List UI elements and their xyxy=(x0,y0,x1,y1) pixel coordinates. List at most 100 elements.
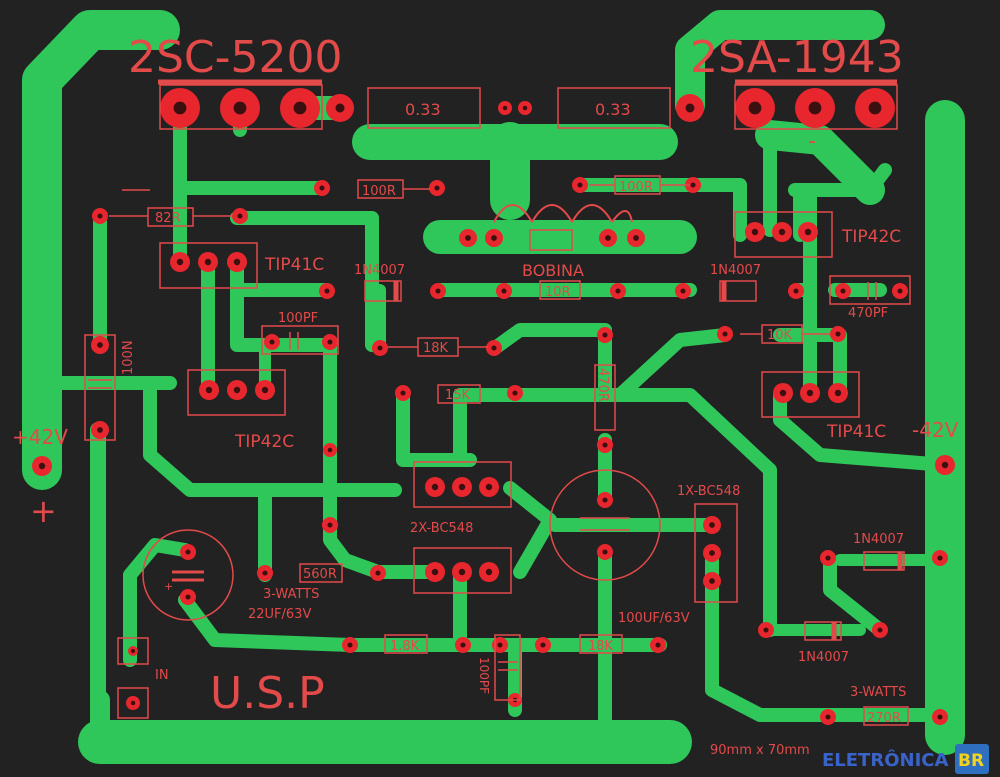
pad-hole xyxy=(458,483,466,491)
pad-hole xyxy=(748,101,762,115)
pad-hole xyxy=(327,522,333,528)
pad-hole xyxy=(690,182,696,188)
pad-hole xyxy=(237,213,243,219)
pad-hole xyxy=(763,627,769,633)
pad-hole xyxy=(501,288,507,294)
pad-hole xyxy=(185,594,191,600)
label-r033-left: 0.33 xyxy=(405,100,441,119)
pad-hole xyxy=(233,101,247,115)
pad-hole xyxy=(877,627,883,633)
pad-hole xyxy=(709,522,715,528)
label-plus-sign: + xyxy=(30,492,57,530)
pad-hole xyxy=(602,549,608,555)
pad-hole xyxy=(458,568,466,576)
pad-hole xyxy=(269,339,275,345)
label-r82: 82R xyxy=(155,211,181,226)
pad-hole xyxy=(602,442,608,448)
pad-hole xyxy=(185,549,191,555)
label-r470: 470R xyxy=(595,368,610,402)
watermark-text: ELETRÔNICA xyxy=(822,749,948,771)
pad-hole xyxy=(485,483,493,491)
label-in: IN xyxy=(155,668,169,683)
label-c470pf: 470PF xyxy=(848,306,888,321)
label-board-size: 90mm x 70mm xyxy=(710,743,810,758)
pad-hole xyxy=(502,105,508,111)
pad-hole xyxy=(491,345,497,351)
pad-hole xyxy=(38,462,46,470)
pad-hole xyxy=(204,258,212,266)
label-1n4007-bottom: 1N4007 xyxy=(798,650,849,665)
label-tip42c-right: TIP42C xyxy=(841,227,901,247)
label-r18k-bottom: 18K xyxy=(588,639,614,654)
pad-hole xyxy=(834,389,842,397)
pad-hole xyxy=(97,427,103,433)
pad-hole xyxy=(173,101,187,115)
pad-hole xyxy=(434,185,440,191)
pad-hole xyxy=(375,570,381,576)
label-bobina: BOBINA xyxy=(522,261,584,280)
pad-hole xyxy=(840,288,846,294)
label-c100uf: 100UF/63V xyxy=(618,611,690,626)
watermark-badge: BR xyxy=(958,751,984,771)
pad-hole xyxy=(431,483,439,491)
label-1n4007-left: 1N4007 xyxy=(354,263,405,278)
pad-hole xyxy=(400,390,406,396)
pad-hole xyxy=(130,700,136,706)
label-usp: U.S.P xyxy=(210,668,325,719)
pad-hole xyxy=(722,331,728,337)
label-minus-42v: -42V xyxy=(912,418,959,442)
pad-hole xyxy=(497,642,503,648)
label-3watts-left: 3-WATTS xyxy=(263,587,319,602)
pad-hole xyxy=(615,288,621,294)
watermark: ELETRÔNICA BR xyxy=(822,744,989,774)
pad-hole xyxy=(293,101,307,115)
pad-hole xyxy=(465,235,471,241)
pad-hole xyxy=(460,642,466,648)
pad-hole xyxy=(233,386,241,394)
pad-hole xyxy=(806,389,814,397)
pad-hole xyxy=(262,570,268,576)
pad-hole xyxy=(825,714,831,720)
pad-hole xyxy=(176,258,184,266)
label-plus-42v: +42V xyxy=(12,425,68,449)
label-2sc5200: 2SC-5200 xyxy=(128,32,343,83)
pad-hole xyxy=(941,461,949,469)
pad-hole xyxy=(261,386,269,394)
label-c22uf: 22UF/63V xyxy=(248,607,311,622)
label-2x-bc548: 2X-BC548 xyxy=(410,521,473,536)
pad-hole xyxy=(709,578,715,584)
label-r270: 270R xyxy=(867,711,901,726)
pad-hole xyxy=(709,550,715,556)
pad-hole xyxy=(793,288,799,294)
pad-hole xyxy=(779,389,787,397)
label-r10: 10R xyxy=(545,285,571,300)
pad-hole xyxy=(327,447,333,453)
pads xyxy=(32,88,955,725)
label-r100-right: 100R xyxy=(619,180,653,195)
label-tip42c-left: TIP42C xyxy=(234,432,294,452)
pad-hole xyxy=(327,339,333,345)
pad-hole xyxy=(131,649,135,653)
label-2sa1943: 2SA-1943 xyxy=(690,32,904,83)
pad-hole xyxy=(804,228,812,236)
pad-hole xyxy=(233,258,241,266)
pad-hole xyxy=(431,568,439,576)
label-1n4007-mid-right: 1N4007 xyxy=(853,532,904,547)
label-tip41c-left: TIP41C xyxy=(264,255,324,275)
pad-hole xyxy=(512,390,518,396)
label-r15k: 15K xyxy=(445,388,471,403)
label-cap-plus: + xyxy=(164,580,173,593)
pad-hole xyxy=(347,642,353,648)
pad-hole xyxy=(825,555,831,561)
label-r1k8: 1.8K xyxy=(390,639,420,654)
pad-hole xyxy=(808,101,822,115)
pad-hole xyxy=(655,642,661,648)
pad-hole xyxy=(97,342,103,348)
pad-hole xyxy=(540,642,546,648)
silkscreen-outlines xyxy=(84,79,911,726)
pad-hole xyxy=(937,555,943,561)
label-r10k: 10K xyxy=(767,328,793,343)
label-r560: 560R xyxy=(303,567,337,582)
label-r100-left: 100R xyxy=(362,184,396,199)
